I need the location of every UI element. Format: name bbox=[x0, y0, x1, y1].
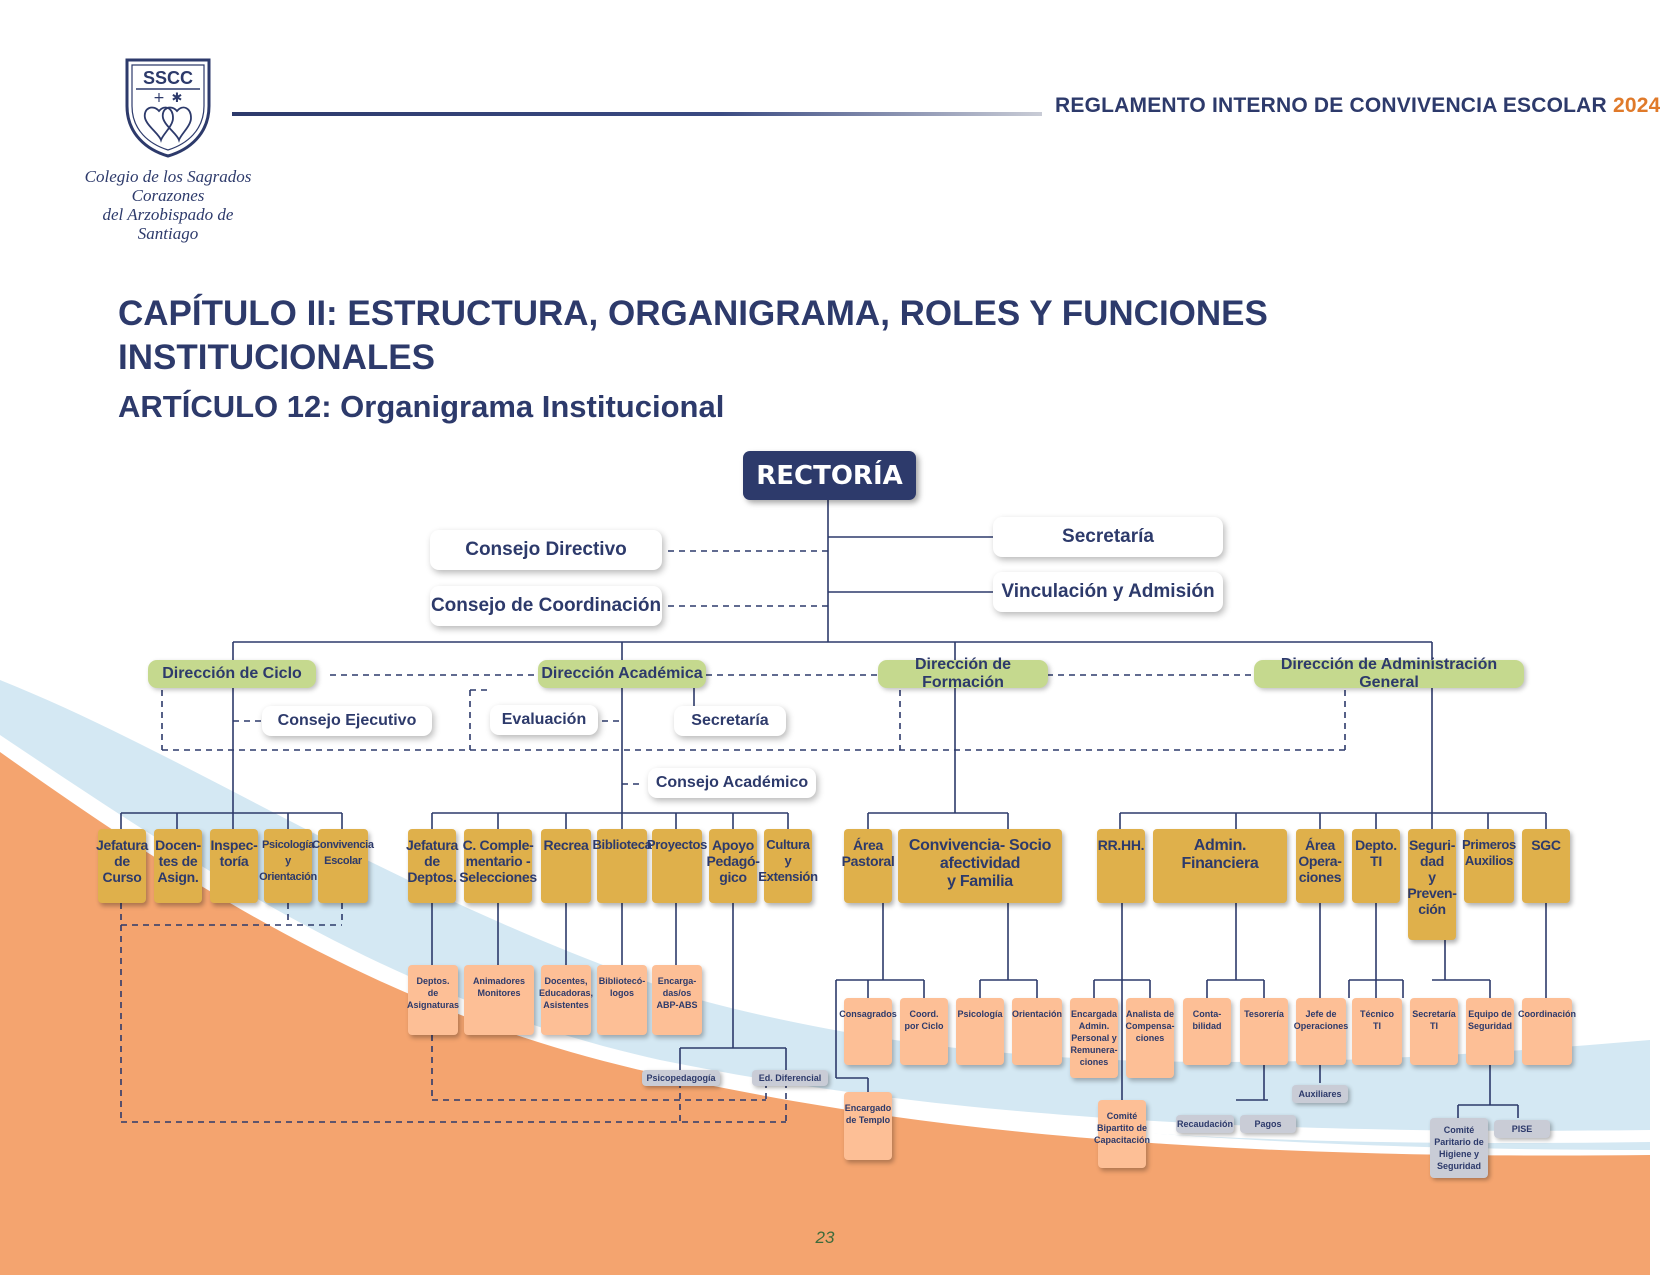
sub-animadores-monitores: Animadores Monitores bbox=[464, 965, 534, 1035]
unit-convivencia-socioafectividad: Convivencia- Socio afectividad y Familia bbox=[898, 829, 1062, 903]
sub-psicopedagogia: Psicopedagogía bbox=[642, 1070, 720, 1086]
sub-bibliotecologos: Bibliotecó- logos bbox=[597, 965, 647, 1035]
unit-jefatura-curso: Jefatura de Curso bbox=[96, 829, 148, 903]
unit-complementario: C. Comple- mentario - Selecciones bbox=[459, 829, 537, 903]
unit-area-pastoral: Área Pastoral bbox=[842, 829, 895, 903]
school-logo: SSCC + ✱ Colegio de los Sagrados Corazon… bbox=[78, 56, 258, 243]
blue-wave bbox=[0, 680, 1650, 1150]
unit-apoyo-pedagogico: Apoyo Pedagó- gico bbox=[706, 829, 760, 903]
sub-comite-paritario: Comité Paritario de Higiene y Seguridad bbox=[1430, 1118, 1488, 1178]
unit-primeros-auxilios: Primeros Auxilios bbox=[1462, 829, 1516, 903]
header-divider bbox=[232, 112, 1042, 116]
unit-jefatura-deptos: Jefatura de Deptos. bbox=[406, 829, 458, 903]
direccion-ciclo-box: Dirección de Ciclo bbox=[148, 660, 316, 688]
white-wave-stripe bbox=[0, 735, 1650, 1144]
sub-comite-bipartito: Comité Bipartito de Capacitación bbox=[1094, 1100, 1150, 1168]
sub-encargado-templo: Encargado de Templo bbox=[844, 1092, 892, 1160]
sub-pagos: Pagos bbox=[1240, 1115, 1296, 1133]
chapter-title: CAPÍTULO II: ESTRUCTURA, ORGANIGRAMA, RO… bbox=[118, 294, 1268, 377]
svg-text:✱: ✱ bbox=[172, 91, 183, 106]
logo-text: Colegio de los Sagrados Corazones del Ar… bbox=[84, 167, 252, 243]
unit-inspectoria: Inspec- toría bbox=[210, 829, 258, 903]
unit-convivencia-escolar: Convivencia Escolar bbox=[312, 829, 374, 903]
sub-consagrados: Consagrados bbox=[839, 998, 897, 1065]
sub-auxiliares: Auxiliares bbox=[1292, 1085, 1348, 1103]
article-title: ARTÍCULO 12: Organigrama Institucional bbox=[118, 389, 725, 424]
sub-contabilidad: Conta- bilidad bbox=[1183, 998, 1231, 1065]
unit-depto-ti: Depto. TI bbox=[1352, 829, 1400, 903]
unit-seguridad-prevencion: Seguri- dad y Preven- ción bbox=[1407, 829, 1457, 940]
sub-jefe-operaciones: Jefe de Operaciones bbox=[1294, 998, 1348, 1065]
secretaria-box: Secretaría bbox=[993, 517, 1223, 557]
sub-orientacion: Orientación bbox=[1012, 998, 1062, 1065]
unit-sgc: SGC bbox=[1522, 829, 1570, 903]
sub-tesoreria: Tesorería bbox=[1240, 998, 1288, 1065]
direccion-formacion-box: Dirección de Formación bbox=[878, 656, 1048, 691]
svg-text:+: + bbox=[153, 90, 165, 106]
unit-biblioteca: Biblioteca bbox=[592, 829, 652, 903]
consejo-coordinacion-box: Consejo de Coordinación bbox=[430, 586, 662, 626]
sub-coordinacion: Coordinación bbox=[1518, 998, 1576, 1065]
sub-tecnico-ti: Técnico TI bbox=[1352, 998, 1402, 1065]
consejo-directivo-box: Consejo Directivo bbox=[430, 530, 662, 570]
unit-recrea: Recrea bbox=[541, 829, 591, 903]
evaluacion-box: Evaluación bbox=[490, 705, 598, 735]
unit-rrhh: RR.HH. bbox=[1097, 829, 1145, 903]
sub-encargada-personal: Encargada Admin. Personal y Remunera- ci… bbox=[1070, 998, 1118, 1078]
sub-recaudacion: Recaudación bbox=[1176, 1115, 1234, 1133]
shield-icon: SSCC + ✱ bbox=[125, 58, 211, 158]
document-year: 2024 bbox=[1612, 94, 1660, 117]
sub-deptos-asignaturas: Deptos. de Asignaturas bbox=[407, 965, 459, 1035]
unit-docentes-asignatura: Docen- tes de Asign. bbox=[154, 829, 202, 903]
orange-wave bbox=[0, 752, 1650, 1275]
sub-pise: PISE bbox=[1494, 1120, 1550, 1138]
sub-secretaria-ti: Secretaría TI bbox=[1410, 998, 1458, 1065]
unit-proyectos: Proyectos bbox=[647, 829, 707, 903]
sub-encargados-abp: Encarga- das/os ABP-ABS bbox=[652, 965, 702, 1035]
consejo-academico-box: Consejo Académico bbox=[648, 768, 816, 798]
page-number: 23 bbox=[815, 1228, 835, 1247]
sub-educacion-diferencial: Ed. Diferencial bbox=[752, 1070, 828, 1086]
sub-analista-compensaciones: Analista de Compensa- ciones bbox=[1126, 998, 1175, 1078]
sub-docentes-educadoras: Docentes, Educadoras, Asistentes bbox=[539, 965, 593, 1035]
unit-cultura-extension: Cultura y Extensión bbox=[758, 829, 818, 903]
logo-letters: SSCC bbox=[143, 68, 193, 88]
unit-psicologia-orientacion: Psicología y Orientación bbox=[259, 829, 317, 903]
consejo-ejecutivo-box: Consejo Ejecutivo bbox=[262, 706, 432, 736]
direccion-academica-box: Dirección Académica bbox=[538, 660, 706, 688]
vinculacion-admision-box: Vinculación y Admisión bbox=[993, 572, 1223, 612]
rectoria-box: RECTORÍA bbox=[743, 451, 916, 500]
document-title: REGLAMENTO INTERNO DE CONVIVENCIA ESCOLA… bbox=[1055, 94, 1660, 118]
sub-coord-ciclo: Coord. por Ciclo bbox=[900, 998, 948, 1065]
sub-equipo-seguridad: Equipo de Seguridad bbox=[1466, 998, 1514, 1065]
direccion-administracion-box: Dirección de Administración General bbox=[1254, 656, 1524, 691]
secretaria-academica-box: Secretaría bbox=[674, 706, 786, 736]
sub-psicologia: Psicología bbox=[956, 998, 1004, 1065]
unit-admin-financiera: Admin. Financiera bbox=[1153, 829, 1287, 903]
unit-area-operaciones: Área Opera- ciones bbox=[1296, 829, 1344, 903]
document-title-text: REGLAMENTO INTERNO DE CONVIVENCIA ESCOLA… bbox=[1055, 94, 1607, 117]
